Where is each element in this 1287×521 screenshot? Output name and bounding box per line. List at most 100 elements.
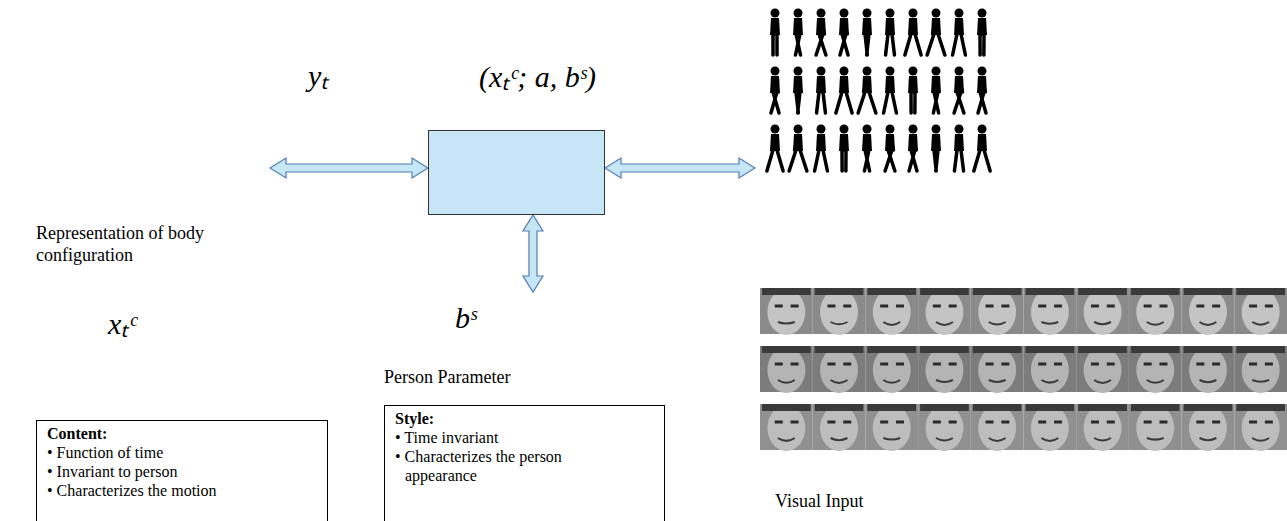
walker-limbs [789,136,807,171]
face-hair [1184,346,1233,353]
box-heading: Content: [47,424,317,443]
face-hair [1078,346,1127,353]
frame-ground [813,346,866,392]
face-eyes [933,421,957,424]
walker-limbs [865,20,869,55]
face-eyes [933,305,957,308]
walker-head [932,67,941,76]
face-hair [973,404,1022,411]
walker-head [794,125,803,134]
face-eyes [827,363,851,366]
frame-ground [813,404,866,450]
face-frame [1024,346,1077,393]
double-arrow [270,158,428,178]
face-eyes [775,305,799,308]
face-mouth [1094,380,1111,383]
frame-ground [865,288,918,334]
face-frame [1024,404,1077,451]
walker-figure [885,125,895,172]
content-box: Content:• Function of time• Invariant to… [36,420,328,521]
face-eyes [986,305,1010,308]
face-hair [867,346,916,353]
face-skin [978,347,1016,393]
face-skin [873,289,911,335]
frame-ground [1076,288,1129,334]
face-eyes [775,363,799,366]
double-arrow [523,215,543,292]
face-frame [971,346,1024,393]
walker-head [817,125,826,134]
bullet-item: • Function of time [47,443,232,462]
walker-figure [858,67,876,114]
face-mouth [1200,322,1217,325]
walker-figure [974,125,990,172]
walker-head [978,125,987,134]
face-hair [1026,404,1075,411]
walker-figure [839,125,849,172]
face-mouth [1094,438,1111,440]
face-mouth [1252,380,1269,382]
face-hair [762,346,811,353]
face-frame [1024,288,1077,335]
face-eyes [986,363,1010,366]
face-skin [1189,289,1227,335]
walker-limbs [773,20,777,55]
style-box: Style:• Time invariant• Characterizes th… [384,405,665,521]
face-hair [920,288,969,295]
walker-limbs [927,20,945,55]
face-mouth [1147,322,1164,325]
face-frame [1129,404,1182,451]
walker-head [794,9,803,18]
face-mouth [989,322,1006,325]
face-hair [1184,288,1233,295]
face-skin [820,347,858,393]
double-arrow [605,158,755,178]
walker-head [863,125,872,134]
bullet-item: • Characterizes the motion [47,481,232,500]
face-eyes [1144,421,1168,424]
walker-head [886,125,895,134]
walker-limbs [885,136,895,171]
walker-limbs [858,78,876,113]
face-frame [1234,404,1287,451]
frame-ground [971,288,1024,334]
face-hair [1131,346,1180,353]
walker-figure [977,9,987,56]
bullet-item: • Characterizes the person appearance [395,447,580,485]
face-eyes [1038,363,1062,366]
walker-head [909,125,918,134]
walker-figure [884,67,897,114]
walker-figure [770,9,780,56]
frame-ground [1182,404,1235,450]
walker-limbs [934,136,938,171]
bullet-item: • Invariant to person [47,462,232,481]
frame-ground [1076,404,1129,450]
face-mouth [1041,380,1058,383]
face-skin [1084,347,1122,393]
face-skin [820,289,858,335]
content-symbol: xₜᶜ [108,306,136,342]
walker-limbs [795,20,800,55]
face-hair [920,346,969,353]
frame-ground [1129,288,1182,334]
walker-limbs [767,136,783,171]
walker-figure [905,9,921,56]
face-hair [1131,404,1180,411]
face-mouth [883,438,900,440]
face-eyes [880,363,904,366]
walker-limbs [905,20,921,55]
face-skin [1031,289,1069,335]
face-mouth [1041,438,1058,441]
frame-ground [1182,288,1235,334]
face-skin [820,405,858,451]
walker-limbs [771,78,779,113]
face-mouth [831,380,848,383]
walker-head [863,67,872,76]
frame-ground [1024,288,1077,334]
face-eyes [986,421,1010,424]
face-mouth [1147,438,1164,440]
walker-figure [954,125,964,172]
face-mouth [1252,438,1269,441]
walker-figure [927,9,945,56]
face-eyes [1249,421,1273,424]
